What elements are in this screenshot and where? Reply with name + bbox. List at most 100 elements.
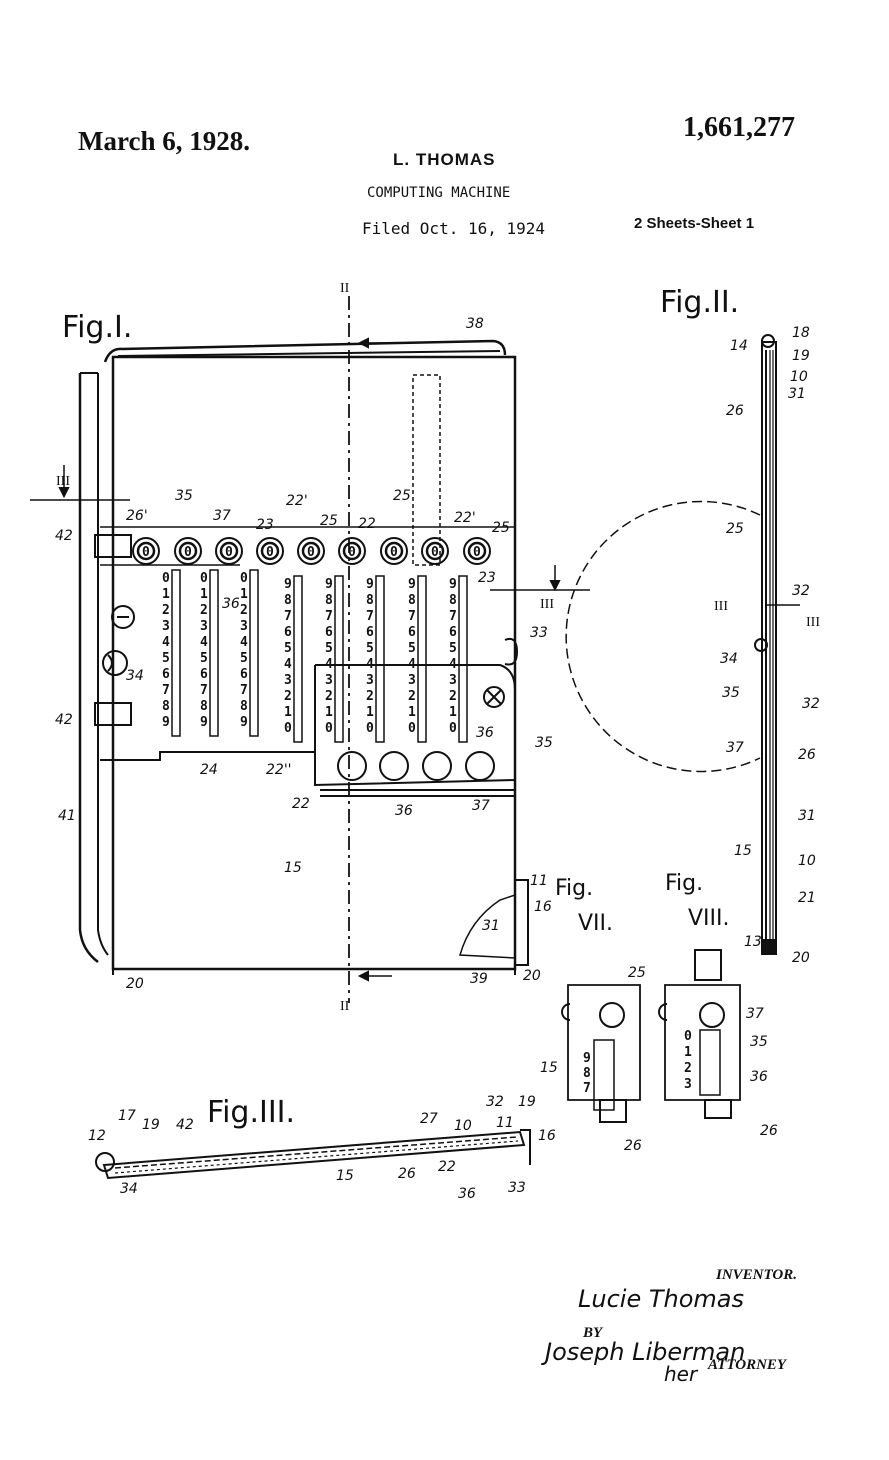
ref-numeral: 23 bbox=[478, 570, 496, 586]
slot-digit: 9 bbox=[162, 715, 170, 730]
dial-inner-ring bbox=[384, 541, 404, 561]
slot-digit: 5 bbox=[449, 641, 457, 656]
patent-date: March 6, 1928. bbox=[78, 126, 250, 156]
ref-numeral: 37 bbox=[472, 798, 490, 814]
ref-numeral: 25 bbox=[492, 520, 510, 536]
dial-inner-ring bbox=[136, 541, 156, 561]
dial-inner-ring bbox=[425, 541, 445, 561]
slot-digit: 8 bbox=[162, 699, 170, 714]
ref-numeral: 11 bbox=[496, 1115, 514, 1131]
her-word: her bbox=[664, 1362, 698, 1386]
figure-2 bbox=[565, 334, 800, 955]
ref-numeral: 22'' bbox=[266, 762, 292, 778]
slot-digit: 1 bbox=[240, 587, 248, 602]
ref-numeral: 22 bbox=[292, 796, 310, 812]
slot-column[interactable] bbox=[249, 569, 259, 737]
dial-ring[interactable] bbox=[256, 537, 284, 565]
slot-digit: 1 bbox=[449, 705, 457, 720]
dial-ring[interactable] bbox=[174, 537, 202, 565]
slot-digit: 5 bbox=[325, 641, 333, 656]
ref-numeral: 15 bbox=[336, 1168, 354, 1184]
invention-title: COMPUTING MACHINE bbox=[367, 185, 511, 201]
slot-digit: 4 bbox=[366, 657, 374, 672]
dial-inner-ring bbox=[342, 541, 362, 561]
slot-digit: 8 bbox=[408, 593, 416, 608]
slot-digit: 7 bbox=[284, 609, 292, 624]
slot-digit: 7 bbox=[366, 609, 374, 624]
slot-digit: 1 bbox=[366, 705, 374, 720]
dial-ring[interactable] bbox=[338, 537, 366, 565]
ref-numeral: 32 bbox=[792, 583, 810, 599]
fig7-digit: 9 bbox=[583, 1051, 591, 1066]
slot-digit: 6 bbox=[408, 625, 416, 640]
slot-column[interactable] bbox=[171, 569, 181, 737]
slot-column[interactable] bbox=[334, 575, 344, 743]
ref-numeral: 11 bbox=[530, 873, 548, 889]
dial-digit: 0 bbox=[225, 545, 233, 560]
slot-digit: 1 bbox=[162, 587, 170, 602]
section-mark: III bbox=[714, 599, 728, 614]
section-mark: III bbox=[540, 597, 554, 612]
slot-digit: 3 bbox=[162, 619, 170, 634]
ref-numeral: 10 bbox=[454, 1118, 472, 1134]
slot-digit: 0 bbox=[284, 721, 292, 736]
slot-digit: 4 bbox=[284, 657, 292, 672]
ref-numeral: 35 bbox=[535, 735, 553, 751]
slot-digit: 9 bbox=[325, 577, 333, 592]
slot-column[interactable] bbox=[375, 575, 385, 743]
fig8-digit: 1 bbox=[684, 1045, 692, 1060]
ref-numeral: 20 bbox=[126, 976, 144, 992]
ref-numeral: 17 bbox=[118, 1108, 136, 1124]
slot-column[interactable] bbox=[458, 575, 468, 743]
ref-numeral: 33 bbox=[508, 1180, 526, 1196]
slot-column[interactable] bbox=[293, 575, 303, 743]
ref-numeral: 36 bbox=[750, 1069, 768, 1085]
dial-ring[interactable] bbox=[463, 537, 491, 565]
slot-digit: 5 bbox=[408, 641, 416, 656]
slot-digit: 3 bbox=[325, 673, 333, 688]
dial-digit: 0 bbox=[348, 545, 356, 560]
slot-digit: 6 bbox=[449, 625, 457, 640]
fig7-label: Fig. bbox=[555, 876, 593, 901]
dial-ring[interactable] bbox=[421, 537, 449, 565]
slot-digit: 0 bbox=[449, 721, 457, 736]
ref-numeral: 37 bbox=[746, 1006, 764, 1022]
slot-digit: 3 bbox=[240, 619, 248, 634]
slot-digit: 7 bbox=[449, 609, 457, 624]
slot-digit: 9 bbox=[366, 577, 374, 592]
slot-column[interactable] bbox=[209, 569, 219, 737]
ref-numeral: 25 bbox=[726, 521, 744, 537]
dial-ring[interactable] bbox=[132, 537, 160, 565]
ref-numeral: 31 bbox=[788, 386, 806, 402]
slot-digit: 2 bbox=[284, 689, 292, 704]
ref-numeral: 42 bbox=[55, 712, 73, 728]
ref-numeral: 31 bbox=[482, 918, 500, 934]
slot-digit: 2 bbox=[366, 689, 374, 704]
slot-digit: 6 bbox=[240, 667, 248, 682]
slot-digit: 6 bbox=[325, 625, 333, 640]
ref-numeral: 20 bbox=[523, 968, 541, 984]
attorney-label: ATTORNEY bbox=[708, 1357, 787, 1373]
slot-digit: 4 bbox=[325, 657, 333, 672]
slot-digit: 0 bbox=[366, 721, 374, 736]
ref-numeral: 15 bbox=[284, 860, 302, 876]
dial-ring[interactable] bbox=[380, 537, 408, 565]
fig8-digit: 3 bbox=[684, 1077, 692, 1092]
slot-digit: 1 bbox=[408, 705, 416, 720]
ref-numeral: 36 bbox=[222, 596, 240, 612]
slot-digit: 9 bbox=[408, 577, 416, 592]
ref-numeral: 22 bbox=[438, 1159, 456, 1175]
dial-inner-ring bbox=[219, 541, 239, 561]
section-mark: III bbox=[56, 474, 70, 489]
slot-digit: 4 bbox=[408, 657, 416, 672]
slot-digit: 6 bbox=[284, 625, 292, 640]
dial-ring[interactable] bbox=[215, 537, 243, 565]
dial-ring[interactable] bbox=[297, 537, 325, 565]
ref-numeral: 14 bbox=[730, 338, 748, 354]
slot-column[interactable] bbox=[417, 575, 427, 743]
ref-numeral: 22 bbox=[358, 516, 376, 532]
ref-numeral: 13 bbox=[744, 934, 762, 950]
slot-digit: 5 bbox=[366, 641, 374, 656]
ref-numeral: 26 bbox=[726, 403, 744, 419]
